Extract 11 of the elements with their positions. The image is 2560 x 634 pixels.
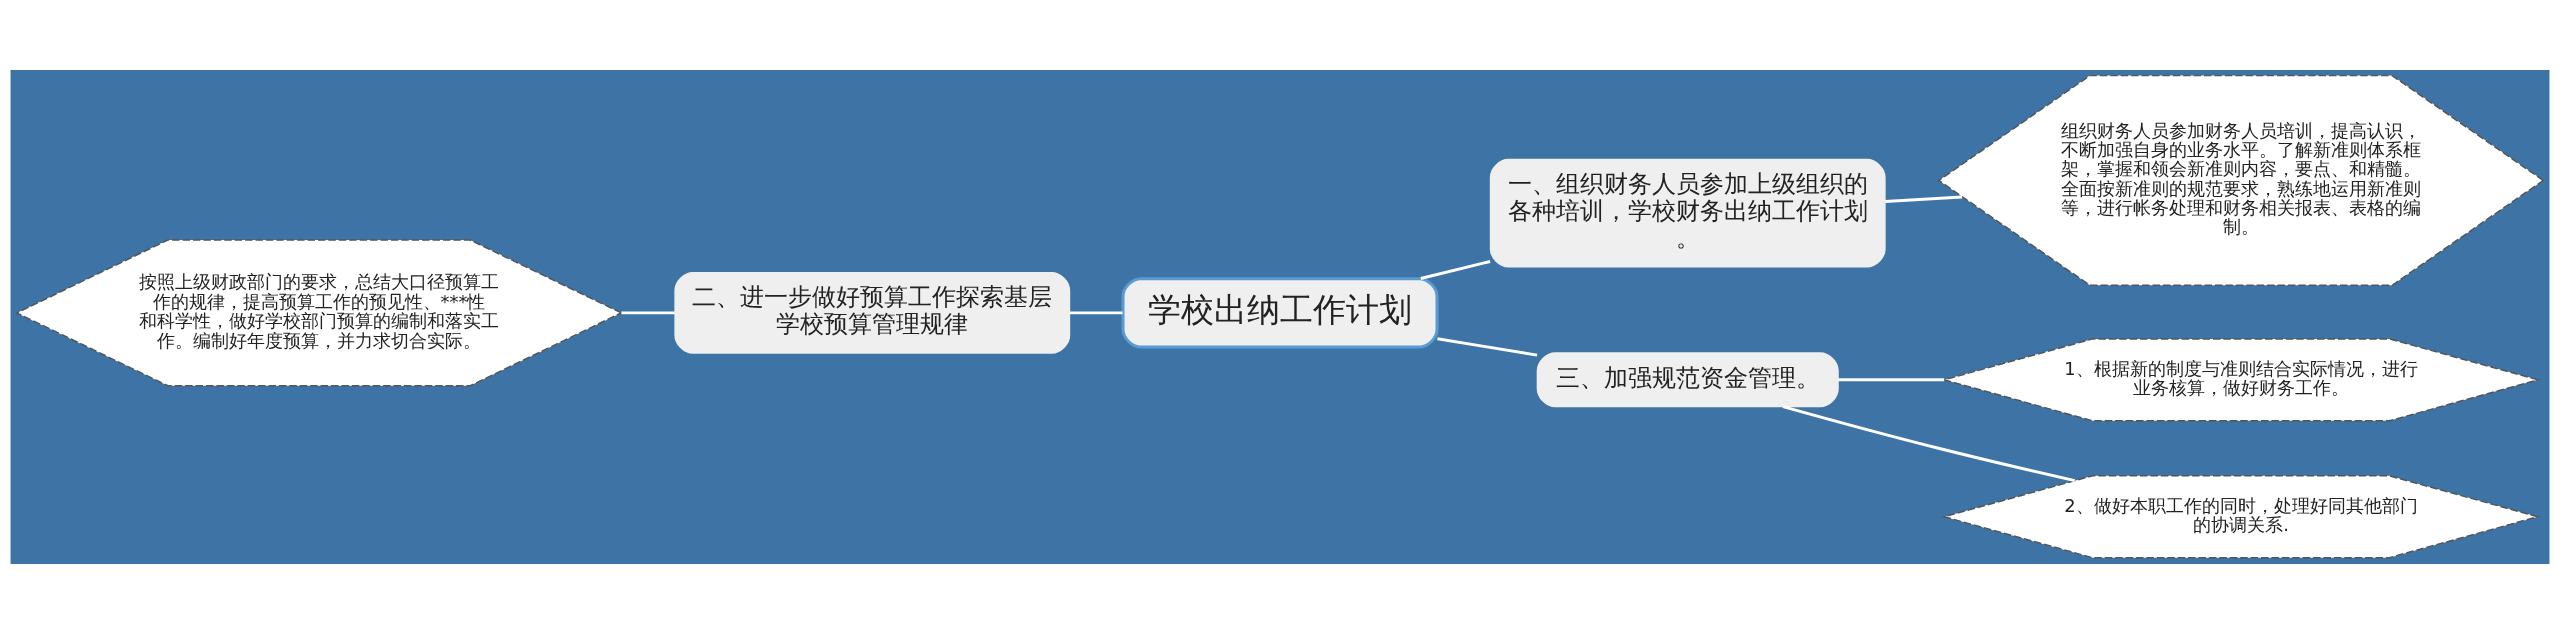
connector [1069, 311, 1123, 315]
connector [1838, 378, 1945, 382]
connector [1782, 405, 2076, 483]
node-box: 学校出纳工作计划 [1121, 277, 1439, 349]
connector [1420, 260, 1491, 280]
connector [1885, 195, 1963, 203]
node-box: 三、加强规范资金管理。 [1536, 352, 1839, 408]
connector [621, 311, 675, 315]
connector [1437, 337, 1538, 357]
node-box: 一、组织财务人员参加上级组织的各种培训，学校财务出纳工作计划。 [1489, 158, 1886, 268]
node-box: 二、进一步做好预算工作探索基层学校预算管理规律 [674, 271, 1071, 354]
